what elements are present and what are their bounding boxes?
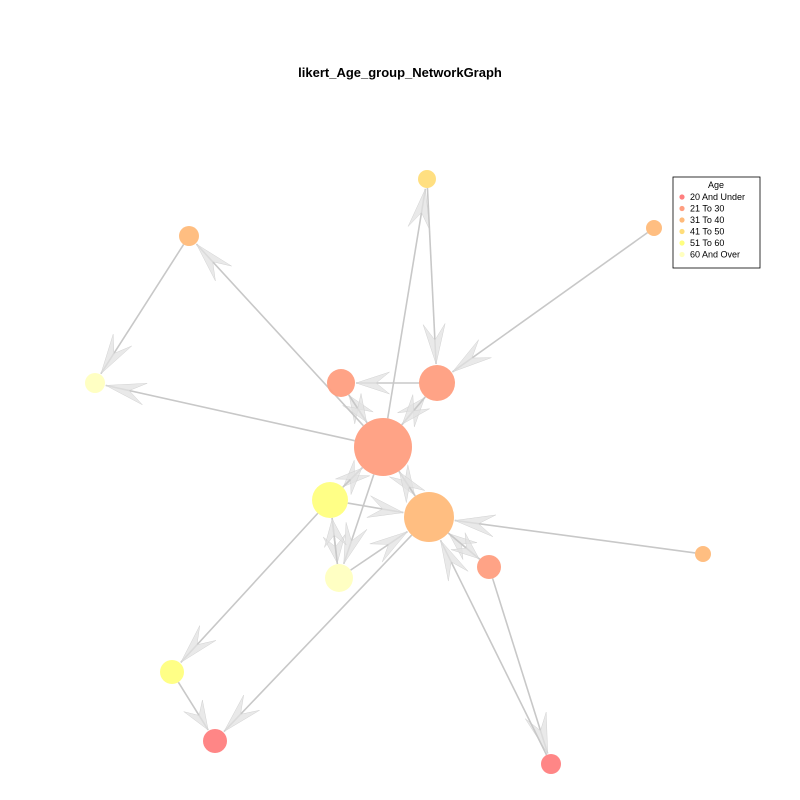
chart-title: likert_Age_group_NetworkGraph [298,65,502,80]
legend-swatch-3 [679,228,685,235]
graph-node-4 [312,482,348,518]
edge-line-23 [491,578,549,754]
edge-line-6 [100,243,185,375]
edge-arrowhead-5 [104,383,148,406]
graph-node-7 [418,170,436,188]
graph-node-10 [646,220,662,236]
legend-label-1: 21 To 30 [690,204,724,214]
edge-arrowhead-10 [451,339,492,373]
edge-line-10 [451,231,648,373]
legend-label-5: 60 And Over [690,250,740,260]
edge-line-24 [439,539,548,756]
edge-arrowhead-24 [440,539,469,582]
edge-line-9 [426,187,437,365]
edge-arrowhead-9 [422,323,446,365]
edge-arrowhead-6 [100,334,132,375]
graph-node-3 [419,365,455,401]
edge-arrowhead-26 [183,699,209,731]
edge-line-27 [223,534,413,733]
edge-arrowhead-4 [355,371,390,395]
edge-arrowhead-3 [401,394,430,425]
edge-arrowhead-25 [180,625,217,664]
graph-node-14 [541,754,561,774]
legend-box [672,176,761,269]
legend-title: Age [708,180,724,190]
edge-arrowhead-19 [366,495,405,518]
legend-label-4: 51 To 60 [690,238,724,248]
legend-label-3: 41 To 50 [690,227,724,237]
legend-swatch-0 [679,194,685,200]
edge-line-20 [454,519,696,554]
graph-node-0 [354,418,412,476]
edge-arrowhead-20 [453,514,496,537]
edge-line-5 [105,384,355,442]
graph-node-8 [179,226,199,246]
graph-node-2 [327,369,355,397]
edge-arrowhead-15 [343,522,368,565]
graph-node-5 [325,564,353,592]
edge-arrowhead-14 [335,467,363,495]
legend-label-0: 20 And Under [690,192,745,202]
edge-line-8 [386,188,427,419]
graph-node-1 [404,492,454,542]
edge-arrowhead-12 [399,471,425,503]
edges [100,187,696,756]
legend-swatch-2 [679,217,685,223]
graph-node-13 [203,729,227,753]
graph-node-9 [85,373,105,393]
legend-swatch-1 [679,205,685,212]
edge-line-25 [180,512,319,663]
edge-arrowhead-27 [223,694,260,733]
legend-label-2: 31 To 40 [690,215,724,225]
edge-arrowhead-7 [195,243,232,282]
edge-arrowhead-22 [450,532,480,560]
graph-node-12 [160,660,184,684]
edge-arrowhead-17 [324,518,347,548]
edge-arrowhead-18 [369,531,409,563]
nodes [85,170,711,774]
graph-node-11 [695,546,711,562]
legend-swatch-5 [679,251,685,258]
graph-node-6 [477,555,501,579]
legend-swatch-4 [679,240,685,246]
edge-line-7 [195,243,364,427]
